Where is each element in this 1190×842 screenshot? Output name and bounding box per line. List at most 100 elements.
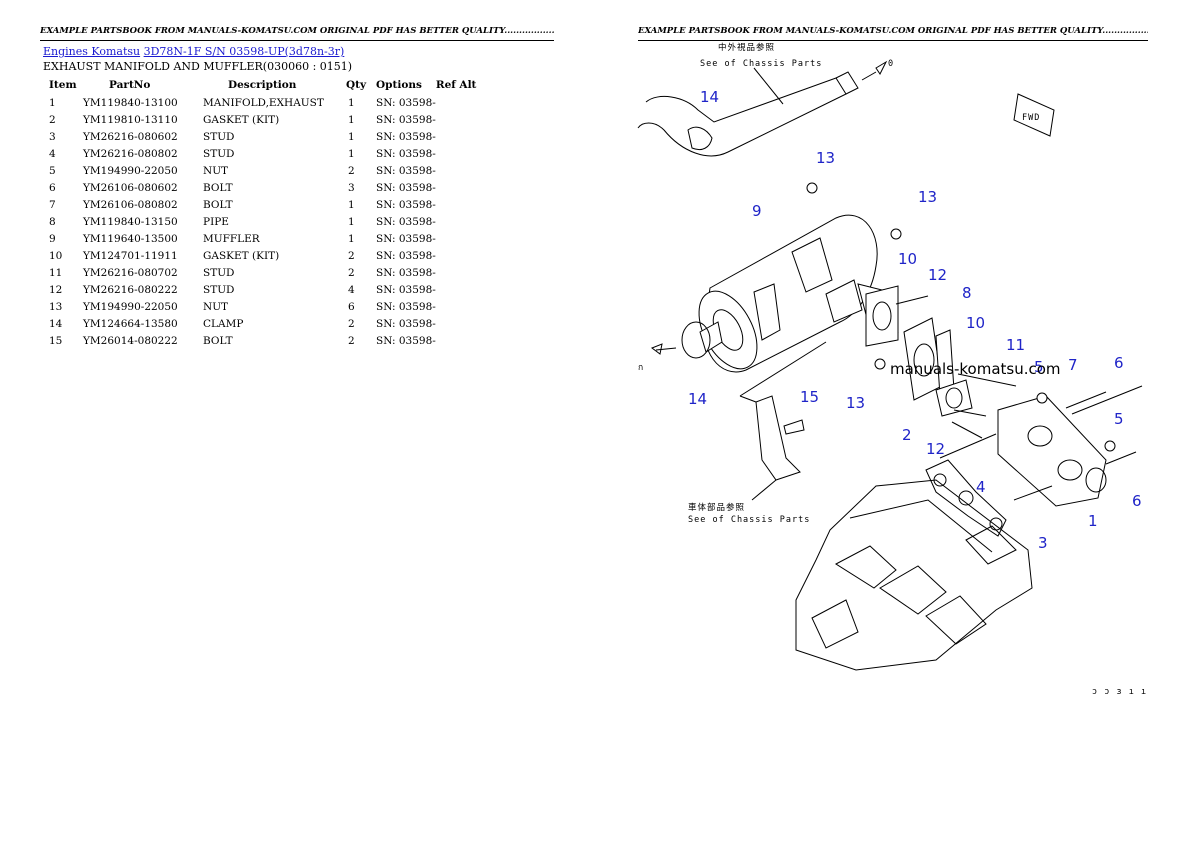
cell-ref-alt [436, 315, 480, 332]
cell-partno: YM194990-22050 [83, 164, 178, 177]
callout-12: 12 [928, 266, 947, 284]
cell-partno: YM26216-080802 [83, 147, 178, 160]
callout-14: 14 [688, 390, 707, 408]
cell-item: 4 [49, 147, 56, 160]
cell-options: SN: 03598- [376, 181, 436, 194]
gasket-flange [865, 285, 899, 347]
bracket [739, 341, 827, 501]
table-header-row: Item PartNo Description Qty Options Ref … [43, 76, 480, 94]
cell-options: SN: 03598- [376, 334, 436, 347]
col-header-ref-alt: Ref Alt [435, 79, 477, 91]
callout-2: 2 [902, 426, 912, 444]
section-title: EXHAUST MANIFOLD AND MUFFLER(030060 : 01… [43, 60, 353, 73]
table-row: 6 YM26106-080602 BOLT 3 SN: 03598- [43, 179, 480, 196]
cell-partno: YM124701-11911 [83, 249, 178, 262]
fwd-indicator: FWD [1013, 93, 1055, 137]
figure-code: ɔ ɔ ɜ ı ı ı ɛ [1092, 687, 1150, 697]
cell-options: SN: 03598- [376, 232, 436, 245]
cell-options: SN: 03598- [376, 164, 436, 177]
cell-options: SN: 03598- [376, 317, 436, 330]
callout-10: 10 [966, 314, 985, 332]
callout-1: 1 [1088, 512, 1098, 530]
cell-qty: 2 [348, 317, 355, 330]
cell-ref-alt [436, 264, 480, 281]
cell-description: BOLT [203, 334, 233, 347]
cell-description: STUD [203, 283, 235, 296]
callout-15: 15 [800, 388, 819, 406]
cell-item: 11 [49, 266, 63, 279]
cell-partno: YM26106-080602 [83, 181, 178, 194]
cell-description: MUFFLER [203, 232, 260, 245]
cell-qty: 2 [348, 164, 355, 177]
manifold-exhaust [997, 395, 1107, 507]
cell-qty: 1 [348, 147, 355, 160]
cell-options: SN: 03598- [376, 130, 436, 143]
chassis-note-top: See of Chassis Parts [700, 59, 822, 69]
cell-ref-alt [436, 247, 480, 264]
cell-item: 5 [49, 164, 56, 177]
callout-14: 14 [700, 88, 719, 106]
callout-11: 11 [1006, 336, 1025, 354]
cell-options: SN: 03598- [376, 113, 436, 126]
cell-qty: 2 [348, 334, 355, 347]
breadcrumb-link-model[interactable]: 3D78N-1F S/N 03598-UP(3d78n-3r) [143, 45, 345, 58]
table-row: 5 YM194990-22050 NUT 2 SN: 03598- [43, 162, 480, 179]
cell-item: 15 [49, 334, 63, 347]
cell-partno: YM26216-080222 [83, 283, 178, 296]
cell-partno: YM119840-13100 [83, 96, 178, 109]
cell-item: 1 [49, 96, 56, 109]
cell-description: BOLT [203, 181, 233, 194]
callout-13: 13 [918, 188, 937, 206]
callout-6: 6 [1114, 354, 1124, 372]
breadcrumb: Engines Komatsu 3D78N-1F S/N 03598-UP(3d… [43, 45, 344, 58]
cell-partno: YM26216-080702 [83, 266, 178, 279]
callout-4: 4 [976, 478, 986, 496]
cell-ref-alt [436, 213, 480, 230]
cell-options: SN: 03598- [376, 198, 436, 211]
cell-description: STUD [203, 147, 235, 160]
cell-options: SN: 03598- [376, 215, 436, 228]
breadcrumb-link-engines[interactable]: Engines Komatsu [43, 45, 141, 58]
cell-description: NUT [203, 164, 229, 177]
chassis-note-bottom-jp: 車体部品参照 [688, 502, 745, 513]
cell-ref-alt [436, 179, 480, 196]
cell-options: SN: 03598- [376, 300, 436, 313]
cell-qty: 2 [348, 249, 355, 262]
cell-qty: 1 [348, 96, 355, 109]
cell-description: BOLT [203, 198, 233, 211]
col-header-options: Options [376, 79, 422, 91]
cell-item: 9 [49, 232, 56, 245]
cell-item: 14 [49, 317, 63, 330]
cell-partno: YM119840-13150 [83, 215, 178, 228]
watermark: manuals-komatsu.com [890, 360, 1061, 378]
cell-partno: YM119810-13110 [83, 113, 178, 126]
cell-item: 6 [49, 181, 56, 194]
col-header-description: Description [228, 79, 297, 91]
cell-options: SN: 03598- [376, 96, 436, 109]
cell-item: 8 [49, 215, 56, 228]
callout-5: 5 [1114, 410, 1124, 428]
cell-description: GASKET (KIT) [203, 113, 280, 126]
cell-ref-alt [436, 94, 480, 111]
cell-qty: 6 [348, 300, 355, 313]
svg-text:ก: ก [638, 363, 644, 373]
cell-ref-alt [436, 162, 480, 179]
callout-6: 6 [1132, 492, 1142, 510]
cell-partno: YM119640-13500 [83, 232, 178, 245]
cell-qty: 4 [348, 283, 355, 296]
col-header-item: Item [49, 79, 77, 91]
callout-7: 7 [1068, 356, 1078, 374]
cell-item: 3 [49, 130, 56, 143]
cell-qty: 3 [348, 181, 355, 194]
engine-block [795, 479, 1033, 671]
leader-line [753, 67, 784, 105]
callout-5: 5 [1034, 358, 1044, 376]
